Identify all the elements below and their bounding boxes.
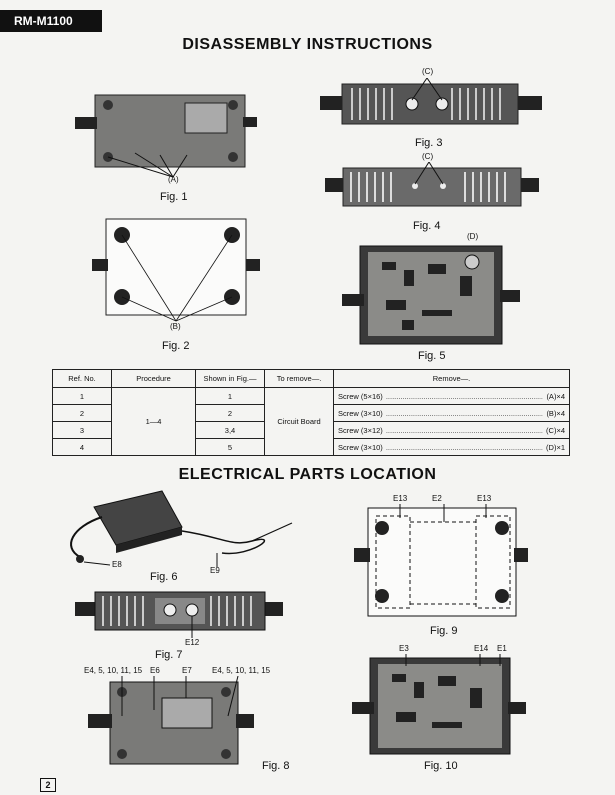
screw-qty: (C)×4	[546, 425, 565, 435]
col-remove: Remove—.	[333, 369, 570, 388]
fig-cell: 2	[195, 404, 265, 422]
col-procedure: Procedure	[111, 369, 196, 388]
page-number: 2	[40, 778, 56, 792]
fig5-illustration	[342, 245, 520, 345]
ref-cell: 4	[52, 438, 112, 456]
callout-fig10-e1: E1	[497, 644, 507, 653]
screw-label: Screw (5×16)	[338, 391, 383, 401]
callout-e7: E7	[182, 666, 192, 675]
callout-a: (A)	[168, 175, 179, 184]
fig-cell: 3,4	[195, 421, 265, 439]
fig7-caption: Fig. 7	[155, 649, 183, 661]
fig-cell: 1	[195, 387, 265, 405]
fig10-caption: Fig. 10	[424, 760, 458, 772]
callout-c-fig3: (C)	[422, 67, 434, 76]
fig-cell: 5	[195, 438, 265, 456]
fig4-illustration	[325, 162, 539, 207]
callout-e9: E9	[210, 566, 220, 575]
disassembly-title: DISASSEMBLY INSTRUCTIONS	[182, 36, 433, 53]
callout-e8: E8	[112, 560, 122, 569]
ref-cell: 2	[52, 404, 112, 422]
fig2-illustration	[92, 218, 260, 322]
col-ref: Ref. No.	[52, 369, 112, 388]
remove-cell: Screw (5×16) (A)×4	[333, 387, 570, 405]
callout-fig9-e13-right: E13	[477, 494, 492, 503]
fig1-caption: Fig. 1	[160, 191, 188, 203]
table-header-row: Ref. No. Procedure Shown in Fig.— To rem…	[52, 369, 570, 388]
screw-label: Screw (3×10)	[338, 408, 383, 418]
callout-fig8-right: E4, 5, 10, 11, 15	[212, 666, 271, 675]
ref-cell: 1	[52, 387, 112, 405]
disassembly-table: Ref. No. Procedure Shown in Fig.— To rem…	[52, 369, 570, 456]
fig3-illustration	[320, 78, 542, 125]
fig8-caption: Fig. 8	[262, 760, 290, 772]
remove-cell: Screw (3×10) (B)×4	[333, 404, 570, 422]
callout-fig8-left: E4, 5, 10, 11, 15	[84, 666, 143, 675]
fig3-caption: Fig. 3	[415, 137, 443, 149]
callout-fig10-e3: E3	[399, 644, 409, 653]
table-row: 4 5 Screw (3×10) (D)×1	[52, 438, 570, 456]
screw-qty: (A)×4	[546, 391, 565, 401]
callout-fig10-e14: E14	[474, 644, 489, 653]
fig5-caption: Fig. 5	[418, 350, 446, 362]
col-to-remove: To remove—.	[264, 369, 334, 388]
fig6-illustration	[70, 490, 293, 567]
table-row: 3 3,4 Screw (3×12) (C)×4	[52, 421, 570, 439]
callout-c-fig4: (C)	[422, 152, 434, 161]
remove-cell: Screw (3×10) (D)×1	[333, 438, 570, 456]
callout-d: (D)	[467, 232, 479, 241]
callout-fig9-e13-left: E13	[393, 494, 408, 503]
fig1-illustration	[75, 94, 257, 178]
fig8-illustration	[88, 676, 254, 765]
fig9-caption: Fig. 9	[430, 625, 458, 637]
fig9-illustration	[354, 504, 528, 617]
ref-cell: 3	[52, 421, 112, 439]
model-tag: RM-M1100	[0, 10, 102, 32]
procedure-cell: 1—4	[111, 387, 196, 456]
fig7-illustration	[75, 591, 283, 638]
screw-qty: (B)×4	[546, 408, 565, 418]
table-row: 1 1—4 1 Circuit Board Screw (5×16) (A)×4	[52, 387, 570, 456]
callout-e6: E6	[150, 666, 160, 675]
remove-cell: Screw (3×12) (C)×4	[333, 421, 570, 439]
to-remove-cell: Circuit Board	[264, 387, 334, 456]
fig2-caption: Fig. 2	[162, 340, 190, 352]
callout-b: (B)	[170, 322, 181, 331]
fig4-caption: Fig. 4	[413, 220, 441, 232]
fig6-caption: Fig. 6	[150, 571, 178, 583]
screw-label: Screw (3×10)	[338, 442, 383, 452]
callout-e12: E12	[185, 638, 200, 647]
col-shown-in-fig: Shown in Fig.—	[195, 369, 265, 388]
electrical-title: ELECTRICAL PARTS LOCATION	[178, 466, 437, 483]
callout-fig9-e2: E2	[432, 494, 442, 503]
screw-qty: (D)×1	[546, 442, 565, 452]
screw-label: Screw (3×12)	[338, 425, 383, 435]
fig10-illustration	[352, 654, 526, 755]
